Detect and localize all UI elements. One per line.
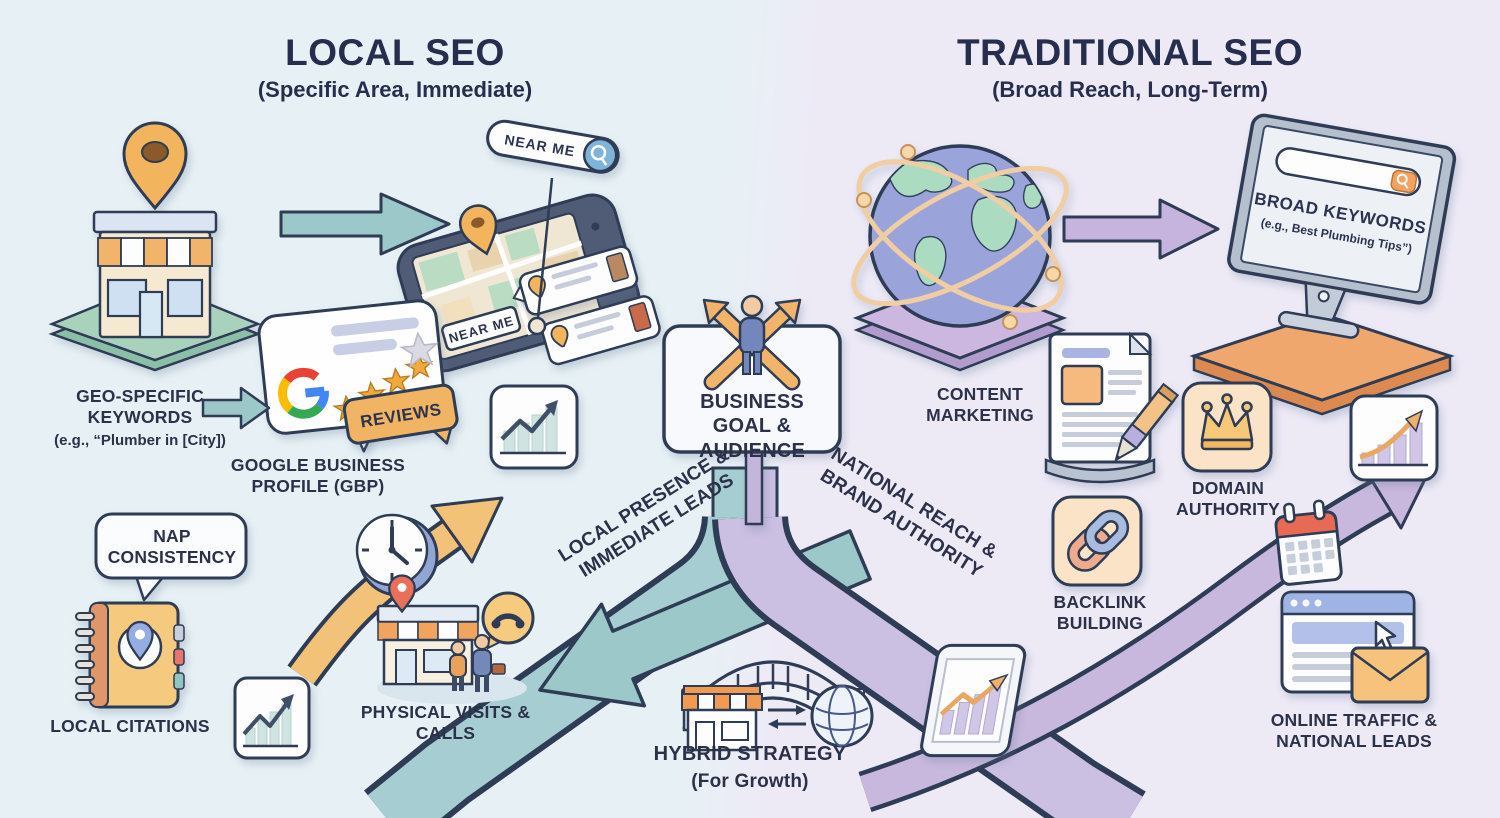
storefront-icon — [681, 685, 763, 752]
storefront-icon — [92, 210, 218, 339]
hybrid-strategy-sublabel: (For Growth) — [691, 771, 809, 792]
local-seo-title: LOCAL SEO — [285, 32, 505, 73]
globe-orbits-illustration — [851, 144, 1069, 372]
map-pin-icon — [126, 620, 154, 662]
search-anchor-line — [527, 177, 554, 336]
calendar-icon — [1274, 499, 1343, 586]
store-globe-exchange-icon — [681, 684, 874, 752]
chain-link-icon — [1051, 495, 1143, 587]
traditional-seo-subtitle: (Broad Reach, Long-Term) — [992, 76, 1268, 102]
document-pen-icon — [1044, 331, 1180, 484]
traditional-seo-header: TRADITIONAL SEO (Broad Reach, Long-Term) — [880, 32, 1380, 103]
growth-chart-icon — [1349, 394, 1439, 482]
listing-cards — [512, 245, 661, 366]
magnifier-icon — [590, 144, 607, 166]
listing-card-icon — [541, 295, 661, 366]
crossroads-person-icon — [702, 294, 802, 391]
business-goal-label: BUSINESS GOAL & AUDIENCE — [698, 391, 806, 462]
browser-envelope-illustration — [1280, 590, 1430, 704]
geo-keywords-block: GEO-SPECIFIC KEYWORDS (e.g., “Plumber in… — [30, 386, 250, 450]
map-pin-icon — [458, 204, 498, 256]
exchange-arrows-icon — [768, 705, 806, 729]
physical-visits-illustration — [376, 574, 535, 704]
domain-authority-label: DOMAIN AUTHORITY — [1176, 478, 1280, 520]
address-book-icon — [75, 601, 185, 709]
magnifier-icon — [1396, 173, 1409, 189]
hybrid-strategy-label: HYBRID STRATEGY — [653, 743, 847, 765]
storefront-illustration — [48, 121, 262, 372]
business-goal-sign — [662, 294, 842, 526]
arrow-globe-to-monitor — [1062, 198, 1220, 260]
phone-call-icon — [481, 591, 535, 650]
traditional-seo-title: TRADITIONAL SEO — [957, 32, 1303, 73]
arrow-store-to-phone — [279, 192, 451, 256]
reviews-badge-icon: REVIEWS — [342, 383, 459, 445]
geo-keywords-example: (e.g., “Plumber in [City]) — [54, 431, 226, 449]
geo-keywords-label: GEO-SPECIFIC KEYWORDS — [76, 386, 204, 428]
local-citations-label: LOCAL CITATIONS — [50, 716, 210, 736]
nap-consistency-label: NAP CONSISTENCY — [107, 526, 237, 568]
people-icon — [449, 634, 506, 692]
envelope-icon — [1350, 646, 1430, 704]
map-pin-icon — [388, 574, 416, 614]
national-road — [712, 514, 1146, 818]
growth-chart-icon — [489, 384, 579, 470]
local-seo-subtitle: (Specific Area, Immediate) — [257, 76, 533, 102]
backlink-building-label: BACKLINK BUILDING — [1053, 592, 1147, 634]
search-button — [582, 137, 618, 173]
globe-icon — [851, 144, 1069, 330]
google-g-icon — [278, 367, 329, 419]
content-marketing-label: CONTENT MARKETING — [926, 384, 1034, 426]
listing-card-icon — [512, 245, 639, 316]
pen-icon — [1114, 382, 1180, 462]
growth-chart-icon — [920, 643, 1027, 758]
crown-icon — [1181, 381, 1273, 473]
awning-icon — [97, 237, 213, 267]
physical-visits-label: PHYSICAL VISITS & CALLS — [360, 702, 531, 744]
monitor-illustration: BROAD KEYWORDS (e.g., Best Plumbing Tips… — [1189, 113, 1457, 416]
map-pin-icon — [122, 121, 188, 211]
globe-icon — [810, 684, 874, 748]
gbp-label: GOOGLE BUSINESS PROFILE (GBP) — [230, 455, 406, 497]
arrow-geo-to-gbp — [201, 386, 271, 430]
clock-icon — [355, 513, 439, 597]
nap-speech-bubble — [94, 512, 248, 602]
near-me-search-bar: NEAR ME — [486, 119, 620, 174]
local-seo-header: LOCAL SEO (Specific Area, Immediate) — [145, 32, 645, 103]
online-traffic-label: ONLINE TRAFFIC & NATIONAL LEADS — [1270, 710, 1438, 752]
growth-chart-icon — [233, 676, 311, 760]
desktop-monitor-icon: BROAD KEYWORDS (e.g., Best Plumbing Tips… — [1227, 113, 1457, 339]
